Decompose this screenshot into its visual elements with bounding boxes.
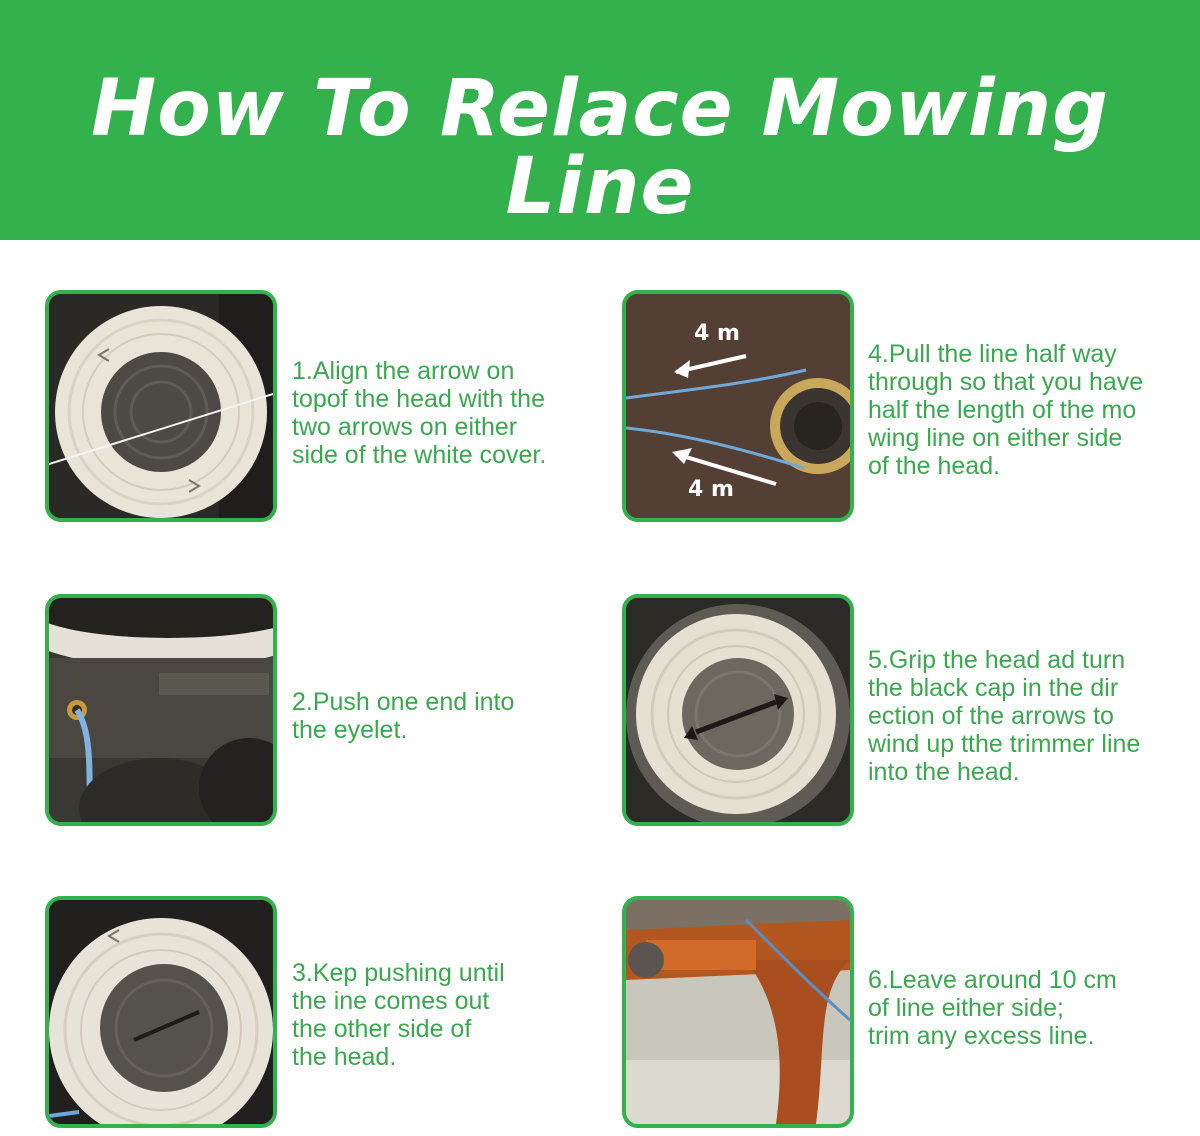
step-3-text: 3.Kep pushing until the ine comes out th… <box>292 959 505 1071</box>
step-2-text: 2.Push one end into the eyelet. <box>292 688 515 744</box>
page-title: How To Relace Mowing Line <box>90 64 1110 232</box>
step-4-label-bottom: 4 m <box>688 477 734 502</box>
step-4-image: 4 m 4 m <box>622 290 854 522</box>
step-4-label-top: 4 m <box>694 321 740 346</box>
title-banner <box>0 0 1200 240</box>
step-1-image <box>45 290 277 522</box>
step-4-text: 4.Pull the line half way through so that… <box>868 340 1144 480</box>
step-5-image <box>622 594 854 826</box>
step-5-text: 5.Grip the head ad turn the black cap in… <box>868 646 1141 786</box>
step-6-image <box>622 896 854 1128</box>
step-1-text: 1.Align the arrow on topof the head with… <box>292 357 547 469</box>
step-6-text: 6.Leave around 10 cm of line either side… <box>868 966 1117 1050</box>
step-3-image <box>45 896 277 1128</box>
step-2-image <box>45 594 277 826</box>
